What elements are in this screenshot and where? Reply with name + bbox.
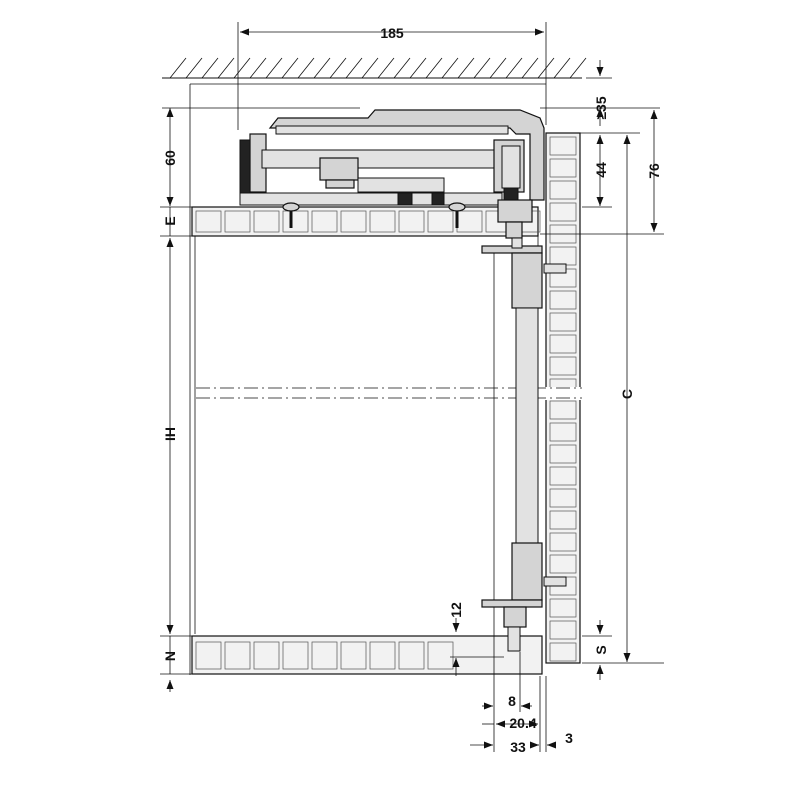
ceiling-hatch — [162, 57, 587, 79]
dim-60: 60 — [162, 150, 178, 166]
screw-right — [448, 202, 466, 228]
vertical-door-profile — [481, 252, 567, 652]
dim-12: 12 — [448, 602, 464, 618]
label-ih: IH — [162, 427, 178, 441]
dimension-texts: 185 ≥35 60 44 76 E IH C 12 N S 8 20.4 33… — [162, 25, 662, 755]
screw-left — [282, 202, 300, 228]
dimension-lines — [160, 22, 664, 752]
dim-ge35: ≥35 — [593, 96, 609, 119]
dim-20-4: 20.4 — [509, 715, 536, 731]
dim-76: 76 — [646, 163, 662, 179]
dim-33: 33 — [510, 739, 526, 755]
dim-3: 3 — [565, 730, 573, 746]
label-c: C — [619, 389, 635, 399]
label-s: S — [593, 645, 609, 654]
label-e: E — [162, 216, 178, 225]
dim-185: 185 — [380, 25, 404, 41]
dim-8: 8 — [508, 693, 516, 709]
top-track-assembly — [239, 109, 545, 254]
top-board — [191, 206, 541, 237]
dim-44: 44 — [593, 162, 609, 178]
label-n: N — [162, 651, 178, 661]
bottom-board — [191, 635, 543, 675]
